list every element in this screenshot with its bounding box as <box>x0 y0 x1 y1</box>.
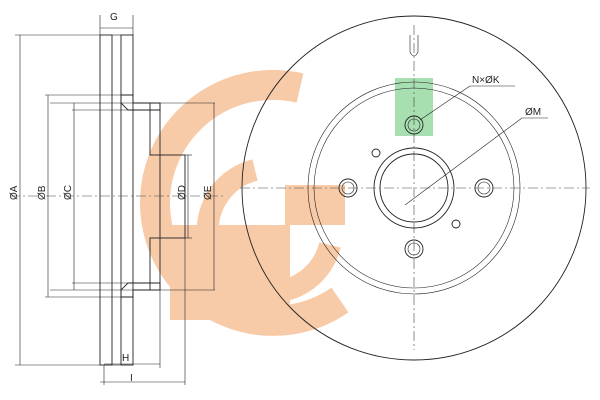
rotor-inner-plate <box>120 34 134 366</box>
hat-flange-bottom <box>149 237 161 291</box>
small-hole-upper-left <box>371 148 381 158</box>
label-a: ØA <box>9 185 20 200</box>
hat-section-top <box>120 94 161 111</box>
label-h: H <box>122 353 129 364</box>
watermark-logo <box>140 69 433 336</box>
label-c: ØC <box>63 185 74 200</box>
label-e: ØE <box>203 185 214 200</box>
bolt-hole-bottom <box>404 239 424 259</box>
hub-face <box>159 154 186 239</box>
rotor-outer-plate <box>99 34 113 366</box>
side-view: G H I ØA ØB ØC ØD ØE <box>9 12 225 385</box>
label-nk: N×ØK <box>472 75 500 86</box>
label-d: ØD <box>177 185 188 200</box>
watermark-logo-bar <box>285 185 345 225</box>
front-view: N×ØK ØM <box>240 15 590 361</box>
label-b: ØB <box>37 185 48 200</box>
label-g: G <box>110 12 118 23</box>
rotor-top-slot <box>409 35 419 57</box>
label-m: ØM <box>525 107 541 118</box>
watermark-logo-ring <box>140 69 349 336</box>
watermark-logo-block <box>170 225 290 320</box>
hat-flange-top <box>149 102 161 156</box>
small-hole-lower-right <box>451 219 461 229</box>
label-i: I <box>130 373 133 384</box>
